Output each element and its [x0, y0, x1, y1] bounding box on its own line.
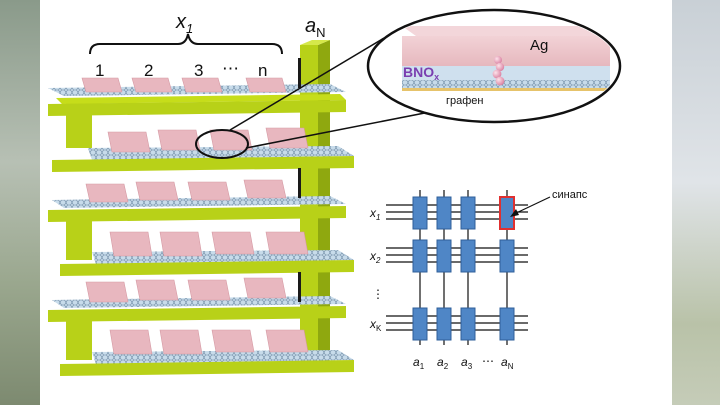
row-label-x2: x2: [369, 249, 381, 265]
right-background-strip: [672, 0, 720, 405]
bnox-label: BNOx: [403, 64, 439, 82]
col-label-1: 1: [95, 61, 104, 80]
layer-row-6: [60, 329, 354, 376]
pads-row-5: [85, 277, 287, 303]
col-label-a3: a3: [461, 355, 473, 371]
zoom-origin-circle: [195, 129, 249, 159]
col-label-ellipsis: ⋯: [222, 59, 239, 78]
graphene-label: графен: [446, 95, 484, 107]
col-label-3: 3: [194, 61, 203, 80]
pads-row-1: [81, 77, 287, 93]
memristor-cells: [412, 196, 515, 341]
pads-row-6: [109, 329, 309, 355]
post-edge: [298, 58, 301, 88]
layer-row-2: [52, 127, 354, 172]
post-edge: [298, 272, 301, 302]
synapse-label: синапс: [552, 189, 588, 201]
pads-row-3: [85, 179, 287, 203]
left-background-strip: [0, 0, 40, 405]
col-label-n: n: [258, 61, 267, 80]
synapse-cell: [499, 196, 515, 230]
crossbar-schematic: синапс x1 x2 ⋮ xK a1 a2 a3 ⋯ aN: [369, 189, 588, 371]
layer-row-4: [60, 231, 354, 276]
zoom-inset: Ag BNOx графен: [366, 8, 622, 124]
graphene-layer: [402, 80, 610, 88]
col-label-a1: a1: [413, 355, 425, 371]
zoom-line-top: [229, 37, 385, 131]
layer-row-3: [48, 179, 346, 222]
layer-stack: [48, 40, 354, 376]
bnox-layer: [402, 66, 610, 82]
pads-row-4: [109, 231, 309, 257]
x1-brace: [89, 33, 283, 55]
row-label-vdots: ⋮: [372, 287, 384, 301]
col-label-hdots: ⋯: [482, 354, 494, 368]
synapse-pointer: [511, 196, 551, 216]
col-label-2: 2: [144, 61, 153, 80]
ag-layer: [402, 36, 610, 66]
col-label-aN: aN: [501, 355, 514, 371]
layer-row-5: [48, 277, 346, 322]
col-label-a2: a2: [437, 355, 449, 371]
x1-top-label: x1: [175, 11, 193, 36]
post-edge: [298, 168, 301, 198]
layer-row-1: [48, 77, 346, 116]
row-label-x1: x1: [369, 206, 380, 222]
pads-row-2: [107, 127, 309, 153]
aN-top-label: aN: [305, 15, 326, 40]
ag-label: Ag: [530, 37, 548, 54]
zoom-line-bottom: [245, 109, 441, 149]
atom-chain-icon: [492, 56, 505, 86]
row-label-xK: xK: [369, 317, 382, 333]
